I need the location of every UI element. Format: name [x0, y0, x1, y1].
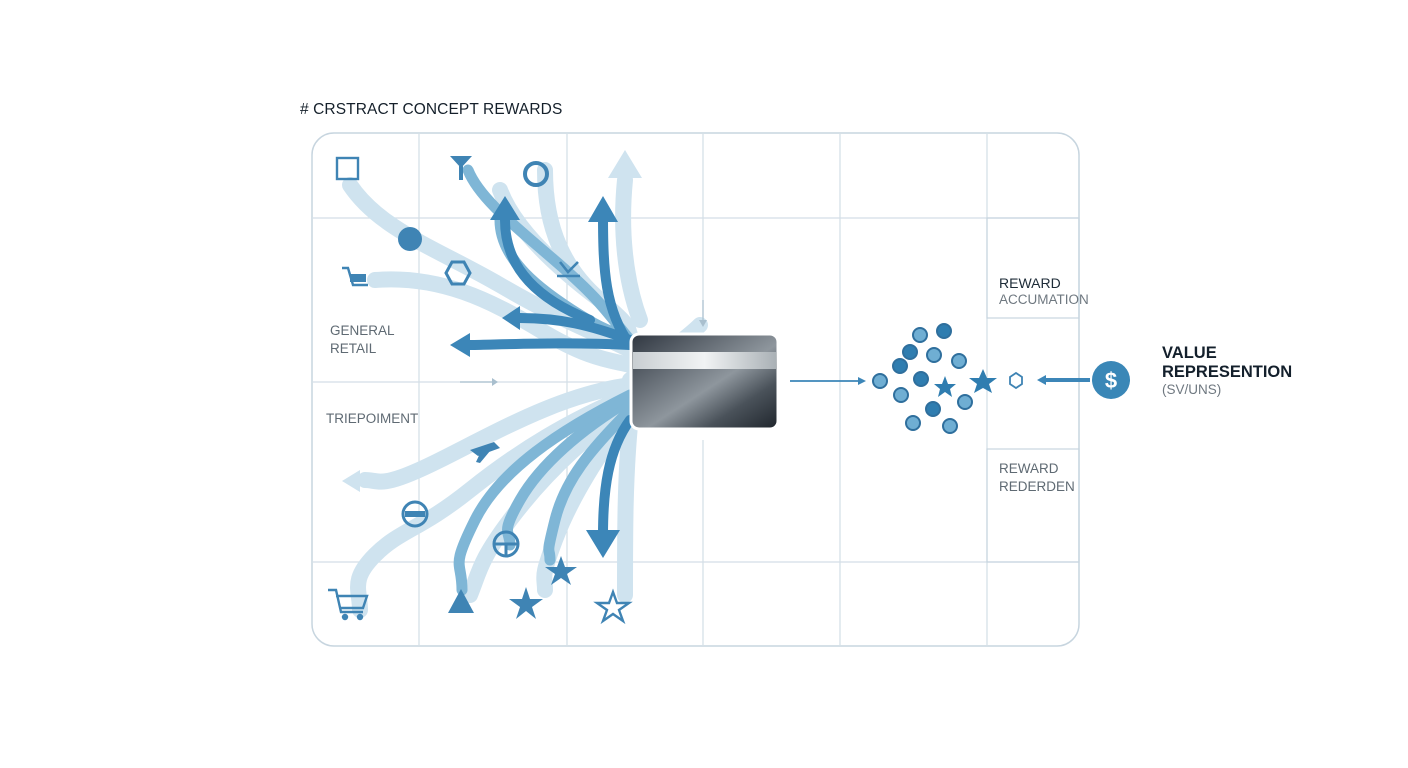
ring-icon — [523, 161, 549, 187]
cart-icon — [328, 588, 369, 621]
arrowhead-light-up — [608, 150, 642, 178]
accumulation-subtitle: ACCUMATION — [999, 292, 1089, 307]
category-label-travel: TRIEPOIMENT — [326, 411, 419, 426]
star-outline-icon — [593, 588, 633, 625]
diagram-heading: # CRSTRACT CONCEPT REWARDS — [300, 101, 563, 118]
flow-arrowhead — [858, 377, 866, 385]
hexagon-icon — [1009, 371, 1023, 390]
value-title-line1: VALUE — [1162, 344, 1217, 362]
flow-bands-dark — [465, 210, 635, 540]
svg-text:$: $ — [1105, 368, 1117, 393]
no-entry-icon — [401, 500, 429, 528]
star-icon — [509, 587, 543, 619]
value-representation-label: VALUE REPRESENTION (SV/UNS) — [1162, 344, 1292, 397]
flow-arrowhead — [1037, 375, 1046, 385]
steering-wheel-icon — [492, 530, 520, 558]
cart-icon — [342, 266, 368, 287]
accumulation-label: REWARD ACCUMATION — [999, 274, 1089, 307]
arrowhead-up-mid — [490, 196, 520, 220]
small-arrowhead-right — [492, 378, 498, 386]
connector-arrows — [460, 300, 704, 383]
plane-icon — [470, 442, 500, 463]
triangle-icon — [448, 589, 474, 613]
small-arrowhead-down — [699, 320, 707, 327]
redemption-box — [986, 448, 1080, 563]
credit-card-icon — [629, 332, 780, 431]
redemption-subtitle: REDERDEN — [999, 479, 1075, 494]
category-label-general-retail: GENERAL RETAIL — [330, 322, 395, 358]
redemption-label: REWARD REDERDEN — [999, 460, 1075, 496]
hexagon-icon — [444, 260, 472, 286]
value-title-line2: REPRESENTION — [1162, 363, 1293, 381]
star-icon — [969, 369, 997, 393]
basket-icon — [557, 261, 580, 278]
cocktail-icon — [450, 156, 472, 180]
square-icon — [335, 156, 360, 181]
star-icon — [545, 556, 577, 585]
dollar-icon: $ — [1092, 361, 1130, 399]
dot-icon — [398, 227, 422, 251]
arrowhead-up-dark — [588, 196, 618, 222]
arrowhead-light-left — [342, 470, 360, 492]
reward-points-cluster — [872, 323, 973, 434]
star-icon — [934, 376, 956, 397]
accumulation-box — [986, 217, 1080, 319]
arrowhead-down-dark — [586, 530, 620, 558]
arrowhead-left-main — [450, 333, 470, 357]
redemption-title: REWARD — [999, 461, 1059, 476]
category-label-line: RETAIL — [330, 341, 377, 356]
value-unit: (SV/UNS) — [1162, 382, 1222, 397]
category-label-line: GENERAL — [330, 323, 395, 338]
accumulation-title: REWARD — [999, 275, 1061, 291]
arrowhead-left-second — [502, 306, 520, 330]
